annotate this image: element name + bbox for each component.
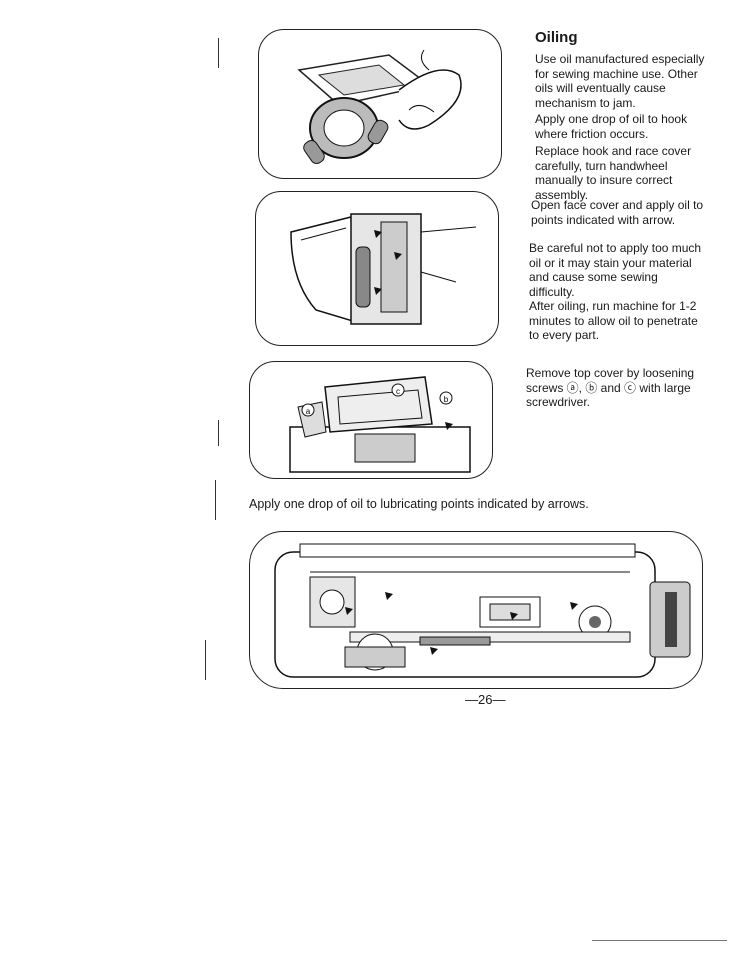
paragraph-hook-oil: Apply one drop of oil to hook where fric…: [535, 112, 688, 141]
machine-internals-drawing: [274, 543, 691, 678]
paragraph-top-cover: Remove top cover by loosening screws ⓐ, …: [526, 366, 695, 409]
paragraph-face-cover: Open face cover and apply oil to points …: [531, 198, 704, 227]
top-cover-drawing: a c b: [289, 376, 471, 473]
margin-mark: [218, 38, 219, 68]
lubrication-caption: Apply one drop of oil to lubricating poi…: [249, 497, 589, 511]
top-cover-illustration: a c b: [249, 361, 493, 479]
paragraph-caution: Be careful not to apply too much oil or …: [529, 241, 702, 299]
screw-b-label: b: [444, 395, 449, 404]
margin-mark: [215, 480, 216, 520]
margin-mark: [205, 640, 206, 680]
face-cover-illustration: [255, 191, 499, 346]
screw-c-label: c: [396, 387, 400, 396]
machine-internals-illustration: [249, 531, 703, 689]
hook-illustration: [258, 29, 502, 179]
screw-a-label: a: [306, 407, 311, 416]
hook-drawing: [297, 49, 462, 164]
paragraph-oil-type: Use oil manufactured especially for sewi…: [535, 52, 705, 110]
margin-mark: [218, 420, 219, 446]
face-cover-drawing: [290, 213, 477, 325]
paragraph-run-machine: After oiling, run machine for 1-2 minute…: [529, 299, 698, 342]
page-number: —26—: [465, 692, 506, 707]
paragraph-replace-hook: Replace hook and race cover carefully, t…: [535, 144, 692, 202]
section-title: Oiling: [535, 29, 578, 46]
scan-artifact-line: [592, 940, 727, 941]
